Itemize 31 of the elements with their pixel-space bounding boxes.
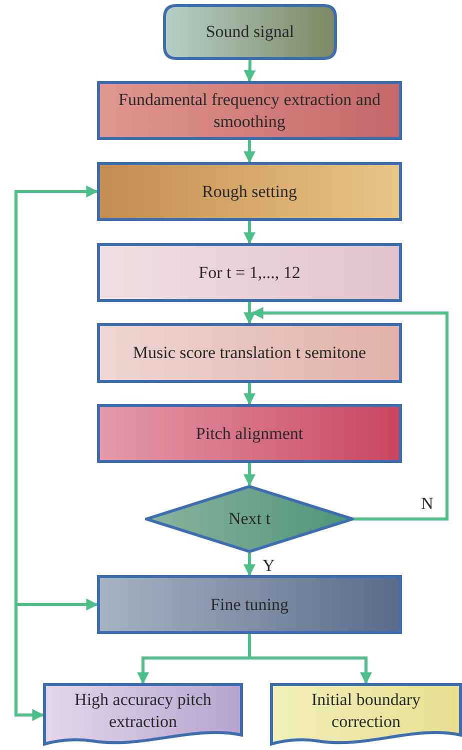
- node-label: Initial boundary correction: [310, 689, 422, 733]
- node-label: Pitch alignment: [194, 422, 304, 444]
- process-box: [97, 81, 402, 140]
- node-label: For t = 1,..., 12: [198, 262, 302, 284]
- arrow: [244, 463, 256, 486]
- arrow: [251, 307, 448, 520]
- arrow: [244, 302, 256, 324]
- arrow: [244, 140, 256, 164]
- process-box: [97, 323, 402, 383]
- process-box: [97, 404, 402, 463]
- arrow: [14, 604, 44, 721]
- arrow: [244, 553, 256, 576]
- arrow: [244, 60, 256, 82]
- process-box: [97, 162, 402, 221]
- document-shape: [270, 683, 462, 747]
- node-label: High accuracy pitch extraction: [74, 689, 212, 733]
- arrow: [14, 186, 98, 604]
- decision-diamond: [145, 485, 354, 553]
- process-box: [97, 575, 402, 634]
- arrow: [244, 221, 256, 244]
- node-label: Sound signal: [204, 21, 296, 43]
- arrow: [14, 598, 98, 610]
- node-label: Next t: [227, 508, 272, 530]
- node-label: Fundamental frequency extraction and smoothing: [118, 88, 382, 132]
- loop-box: [97, 243, 402, 302]
- node-label: Rough setting: [201, 180, 298, 202]
- start-terminal: [163, 4, 337, 60]
- node-label: Music score translation t semitone: [132, 342, 368, 364]
- node-label: Fine tuning: [210, 594, 290, 616]
- arrow: [244, 383, 256, 406]
- document-shape: [43, 683, 243, 747]
